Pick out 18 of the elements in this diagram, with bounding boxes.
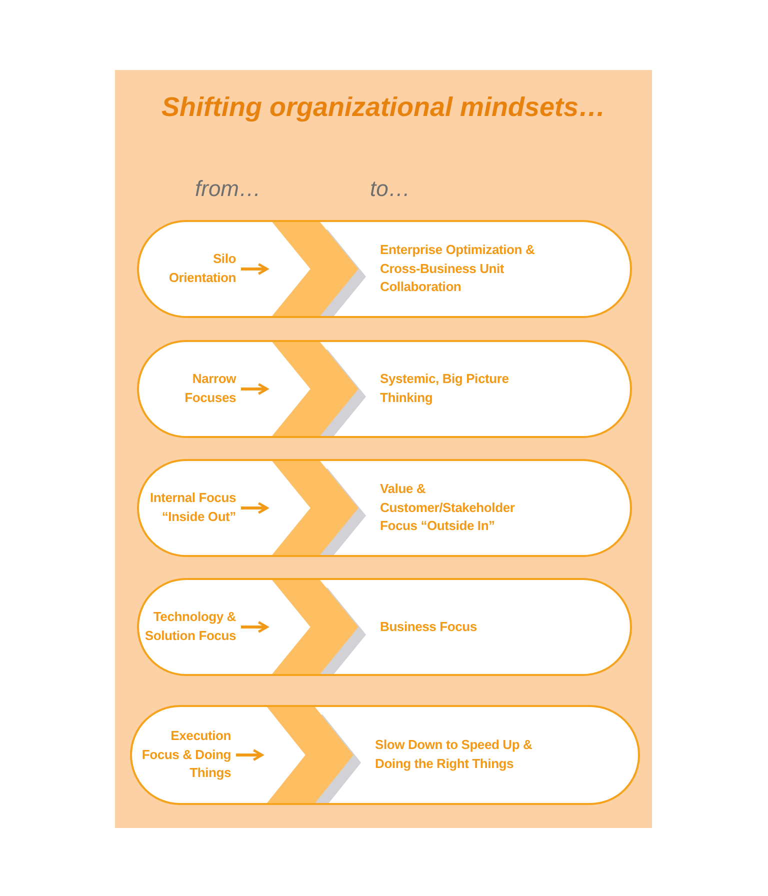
arrow [236,749,264,761]
mindset-text: Business Focus [380,618,477,634]
mindset-text: Execution Focus & Doing Things [140,726,231,782]
arrow [241,621,268,633]
mindset-text: Silo Orientation [168,250,236,287]
mindset-text: Enterprise Optimization & Cross-Business Unit Collaboration [380,242,535,294]
mindset-text: Internal Focus “Inside Out” [148,489,236,526]
column-heading: from… [195,176,261,202]
mindset-text: Systemic, Big Picture Thinking [380,371,509,405]
mindset-text: Narrow Focuses [184,370,236,407]
arrow [241,263,268,275]
title: Shifting organizational mindsets… [160,92,607,123]
mindset-text: Value & Customer/Stakeholder Focus “Outside In” [380,480,515,534]
mindset-text: Slow Down to Speed Up & Doing the Right Things [375,737,532,771]
arrow [241,383,268,395]
column-heading: to… [370,176,410,202]
mindset-text: Technology & Solution Focus [144,608,236,645]
arrow [241,502,268,514]
